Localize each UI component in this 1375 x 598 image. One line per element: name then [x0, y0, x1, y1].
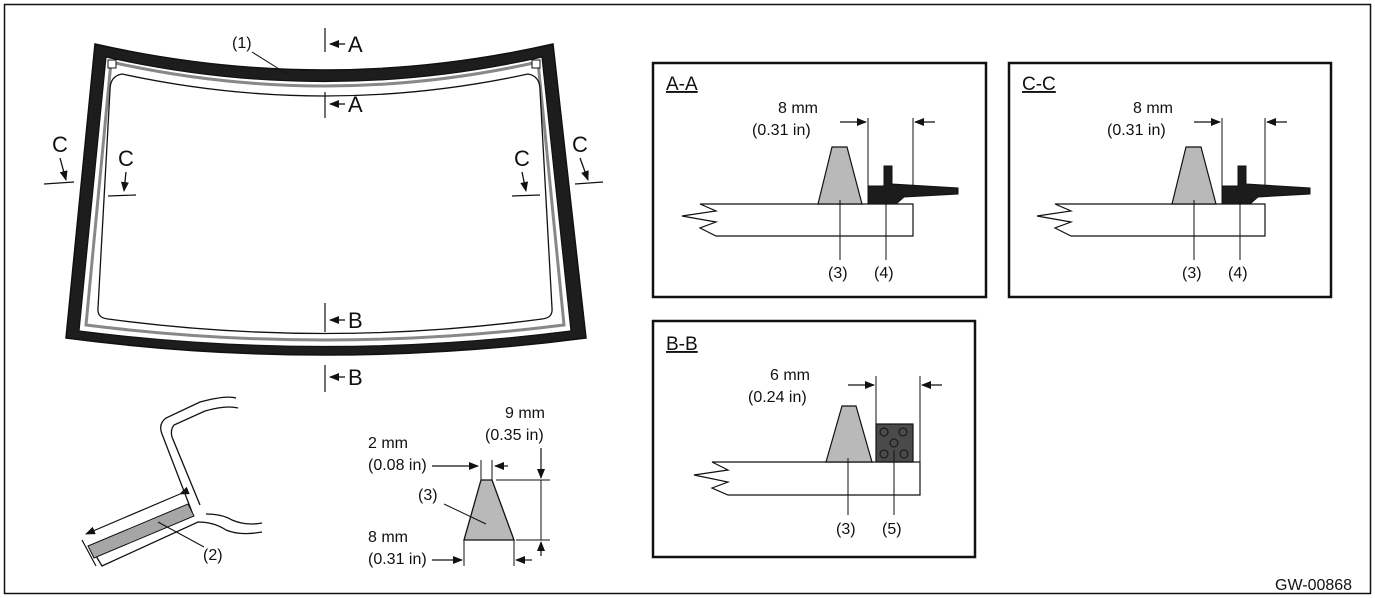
windshield-inner-edge: [97, 73, 553, 335]
panel-b-b-dim-mm: 6 mm: [770, 367, 810, 384]
section-c-cut-outer-left: [43, 181, 75, 185]
panel-a-a-dam: [817, 146, 863, 205]
panel-c-c-glass: [1036, 203, 1266, 237]
section-c-cut-inner-left: [107, 194, 137, 197]
dam-top-in: (0.08 in): [368, 457, 427, 474]
panel-c-c-dam: [1171, 146, 1217, 205]
primer-width-arrow: [85, 486, 190, 535]
section-c-arrow-outer-right: [579, 157, 589, 181]
foam-dot: [879, 449, 889, 459]
section-c-label-outer-right: C: [572, 132, 588, 157]
panel-c-c-dim-mm: 8 mm: [1133, 100, 1173, 117]
section-c-arrow-inner-right: [520, 171, 529, 192]
section-panel-a-a: A-A 8 mm (0.31 in) (3) (4): [651, 61, 988, 299]
corner-clip-right: [531, 59, 541, 69]
section-c-label-inner-right: C: [514, 146, 530, 171]
panel-b-b-dam: [825, 405, 873, 463]
dam-profile-shape: [463, 479, 515, 541]
section-a-label-top: A: [348, 32, 363, 57]
dam-base-in: (0.31 in): [368, 551, 427, 568]
section-c-label-inner-left: C: [118, 146, 134, 171]
section-b-label-top: B: [348, 308, 363, 333]
panel-a-a-label-3: (3): [828, 265, 848, 282]
panel-c-c-label-3: (3): [1182, 265, 1202, 282]
leader-part-2: [157, 521, 205, 548]
outer-frame: [3, 3, 1372, 595]
panel-b-b-label-5: (5): [882, 521, 902, 538]
panel-a-a-title: A-A: [666, 74, 698, 95]
panel-a-a-dim-mm: 8 mm: [778, 100, 818, 117]
panel-b-b-glass: [693, 461, 921, 496]
panel-c-c-dim-in: (0.31 in): [1107, 122, 1166, 139]
corner-clip-left: [107, 59, 117, 69]
section-c-cut-inner-right: [511, 194, 541, 197]
dam-part-3-label: (3): [418, 487, 438, 504]
panel-c-c-title: C-C: [1022, 74, 1056, 95]
panel-a-a-glass: [681, 203, 914, 237]
foam-dot: [898, 427, 908, 437]
panel-a-a-dim-in: (0.31 in): [752, 122, 811, 139]
foam-dot: [899, 449, 909, 459]
section-c-cut-outer-right: [574, 181, 604, 185]
panel-b-b-dim-in: (0.24 in): [748, 389, 807, 406]
panel-c-c-frame: [1007, 61, 1333, 299]
panel-b-b-frame: [651, 319, 977, 559]
figure-code: GW-00868: [1275, 577, 1352, 594]
spacer-foam-dots: [879, 427, 909, 459]
windshield-dam-line: [84, 60, 566, 342]
leader-part-1: [251, 51, 288, 75]
panel-c-c-stopper: [1221, 165, 1311, 205]
panel-b-b-label-3: (3): [836, 521, 856, 538]
panel-c-c-label-4: (4): [1228, 265, 1248, 282]
dam-base-mm: 8 mm: [368, 529, 408, 546]
label-part-1: (1): [232, 35, 252, 52]
section-c-arrow-outer-left: [59, 157, 68, 181]
dam-top-mm: 2 mm: [368, 435, 408, 452]
section-c-label-outer-left: C: [52, 132, 68, 157]
section-a-label-bottom: A: [348, 92, 363, 117]
section-panel-c-c: C-C 8 mm (0.31 in) (3) (4): [1007, 61, 1333, 299]
dam-profile-view: 9 mm (0.35 in) 2 mm (0.08 in) (3) 8 mm (…: [368, 405, 550, 568]
section-c-arrow-inner-left: [120, 171, 129, 192]
glass-edge-line: [81, 539, 97, 567]
windshield-view: (1) A A B B C C C C: [43, 28, 604, 392]
panel-a-a-stopper: [867, 165, 959, 205]
dam-height-mm: 9 mm: [505, 405, 545, 422]
section-b-label-bottom: B: [348, 365, 363, 390]
body-flange-inner-lower: [205, 513, 263, 525]
foam-dot: [889, 438, 899, 448]
label-part-2: (2): [203, 547, 223, 564]
panel-a-a-frame: [651, 61, 988, 299]
leader-dam-part-3: [443, 503, 487, 525]
panel-b-b-title: B-B: [666, 334, 698, 355]
dam-height-in: (0.35 in): [485, 427, 544, 444]
section-panel-b-b: B-B 6 mm (0.24 in) (3) (5): [651, 319, 977, 559]
panel-a-a-label-4: (4): [874, 265, 894, 282]
body-flange-inner: [170, 406, 239, 506]
foam-dot: [879, 427, 889, 437]
primer-detail-view: (2): [81, 396, 263, 567]
